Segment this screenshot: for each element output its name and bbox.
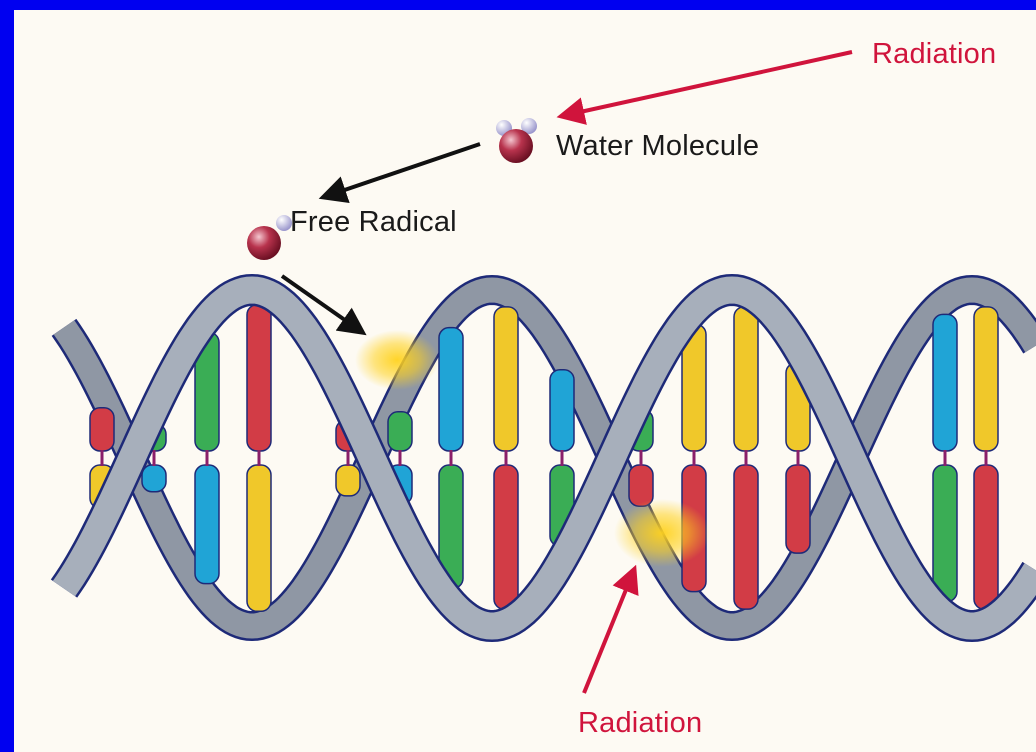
radiation-arrow-bottom (584, 570, 634, 693)
base-segment (494, 307, 518, 451)
damage-glow-upper (355, 330, 439, 390)
radiation-label-top: Radiation (872, 38, 996, 71)
base-segment (336, 465, 360, 496)
damage-glow-lower (614, 499, 710, 567)
base-segment (388, 412, 412, 451)
base-segment (142, 465, 166, 492)
base-segment (195, 465, 219, 584)
free-radical-icon (247, 215, 292, 260)
water-to-radical-arrow (324, 144, 480, 197)
diagram-frame: Radiation Water Molecule Free Radical Ra… (14, 10, 1036, 752)
base-segment (734, 307, 758, 451)
base-segment (629, 465, 653, 506)
radiation-label-bottom: Radiation (578, 707, 702, 740)
base-segment (247, 465, 271, 611)
radiation-arrow-top (562, 52, 852, 116)
dna-diagram (14, 10, 1036, 752)
base-segment (933, 314, 957, 451)
base-segment (734, 465, 758, 609)
free-radical-label: Free Radical (290, 206, 457, 239)
water-molecule-icon (496, 118, 537, 163)
base-segment (90, 408, 114, 451)
base-segment (974, 307, 998, 451)
base-segment (974, 465, 998, 609)
base-segment (494, 465, 518, 609)
base-segment (933, 465, 957, 602)
base-segment (247, 305, 271, 451)
base-segment (786, 465, 810, 553)
base-segment (550, 370, 574, 451)
base-segment (439, 328, 463, 451)
water-molecule-label: Water Molecule (556, 130, 759, 163)
